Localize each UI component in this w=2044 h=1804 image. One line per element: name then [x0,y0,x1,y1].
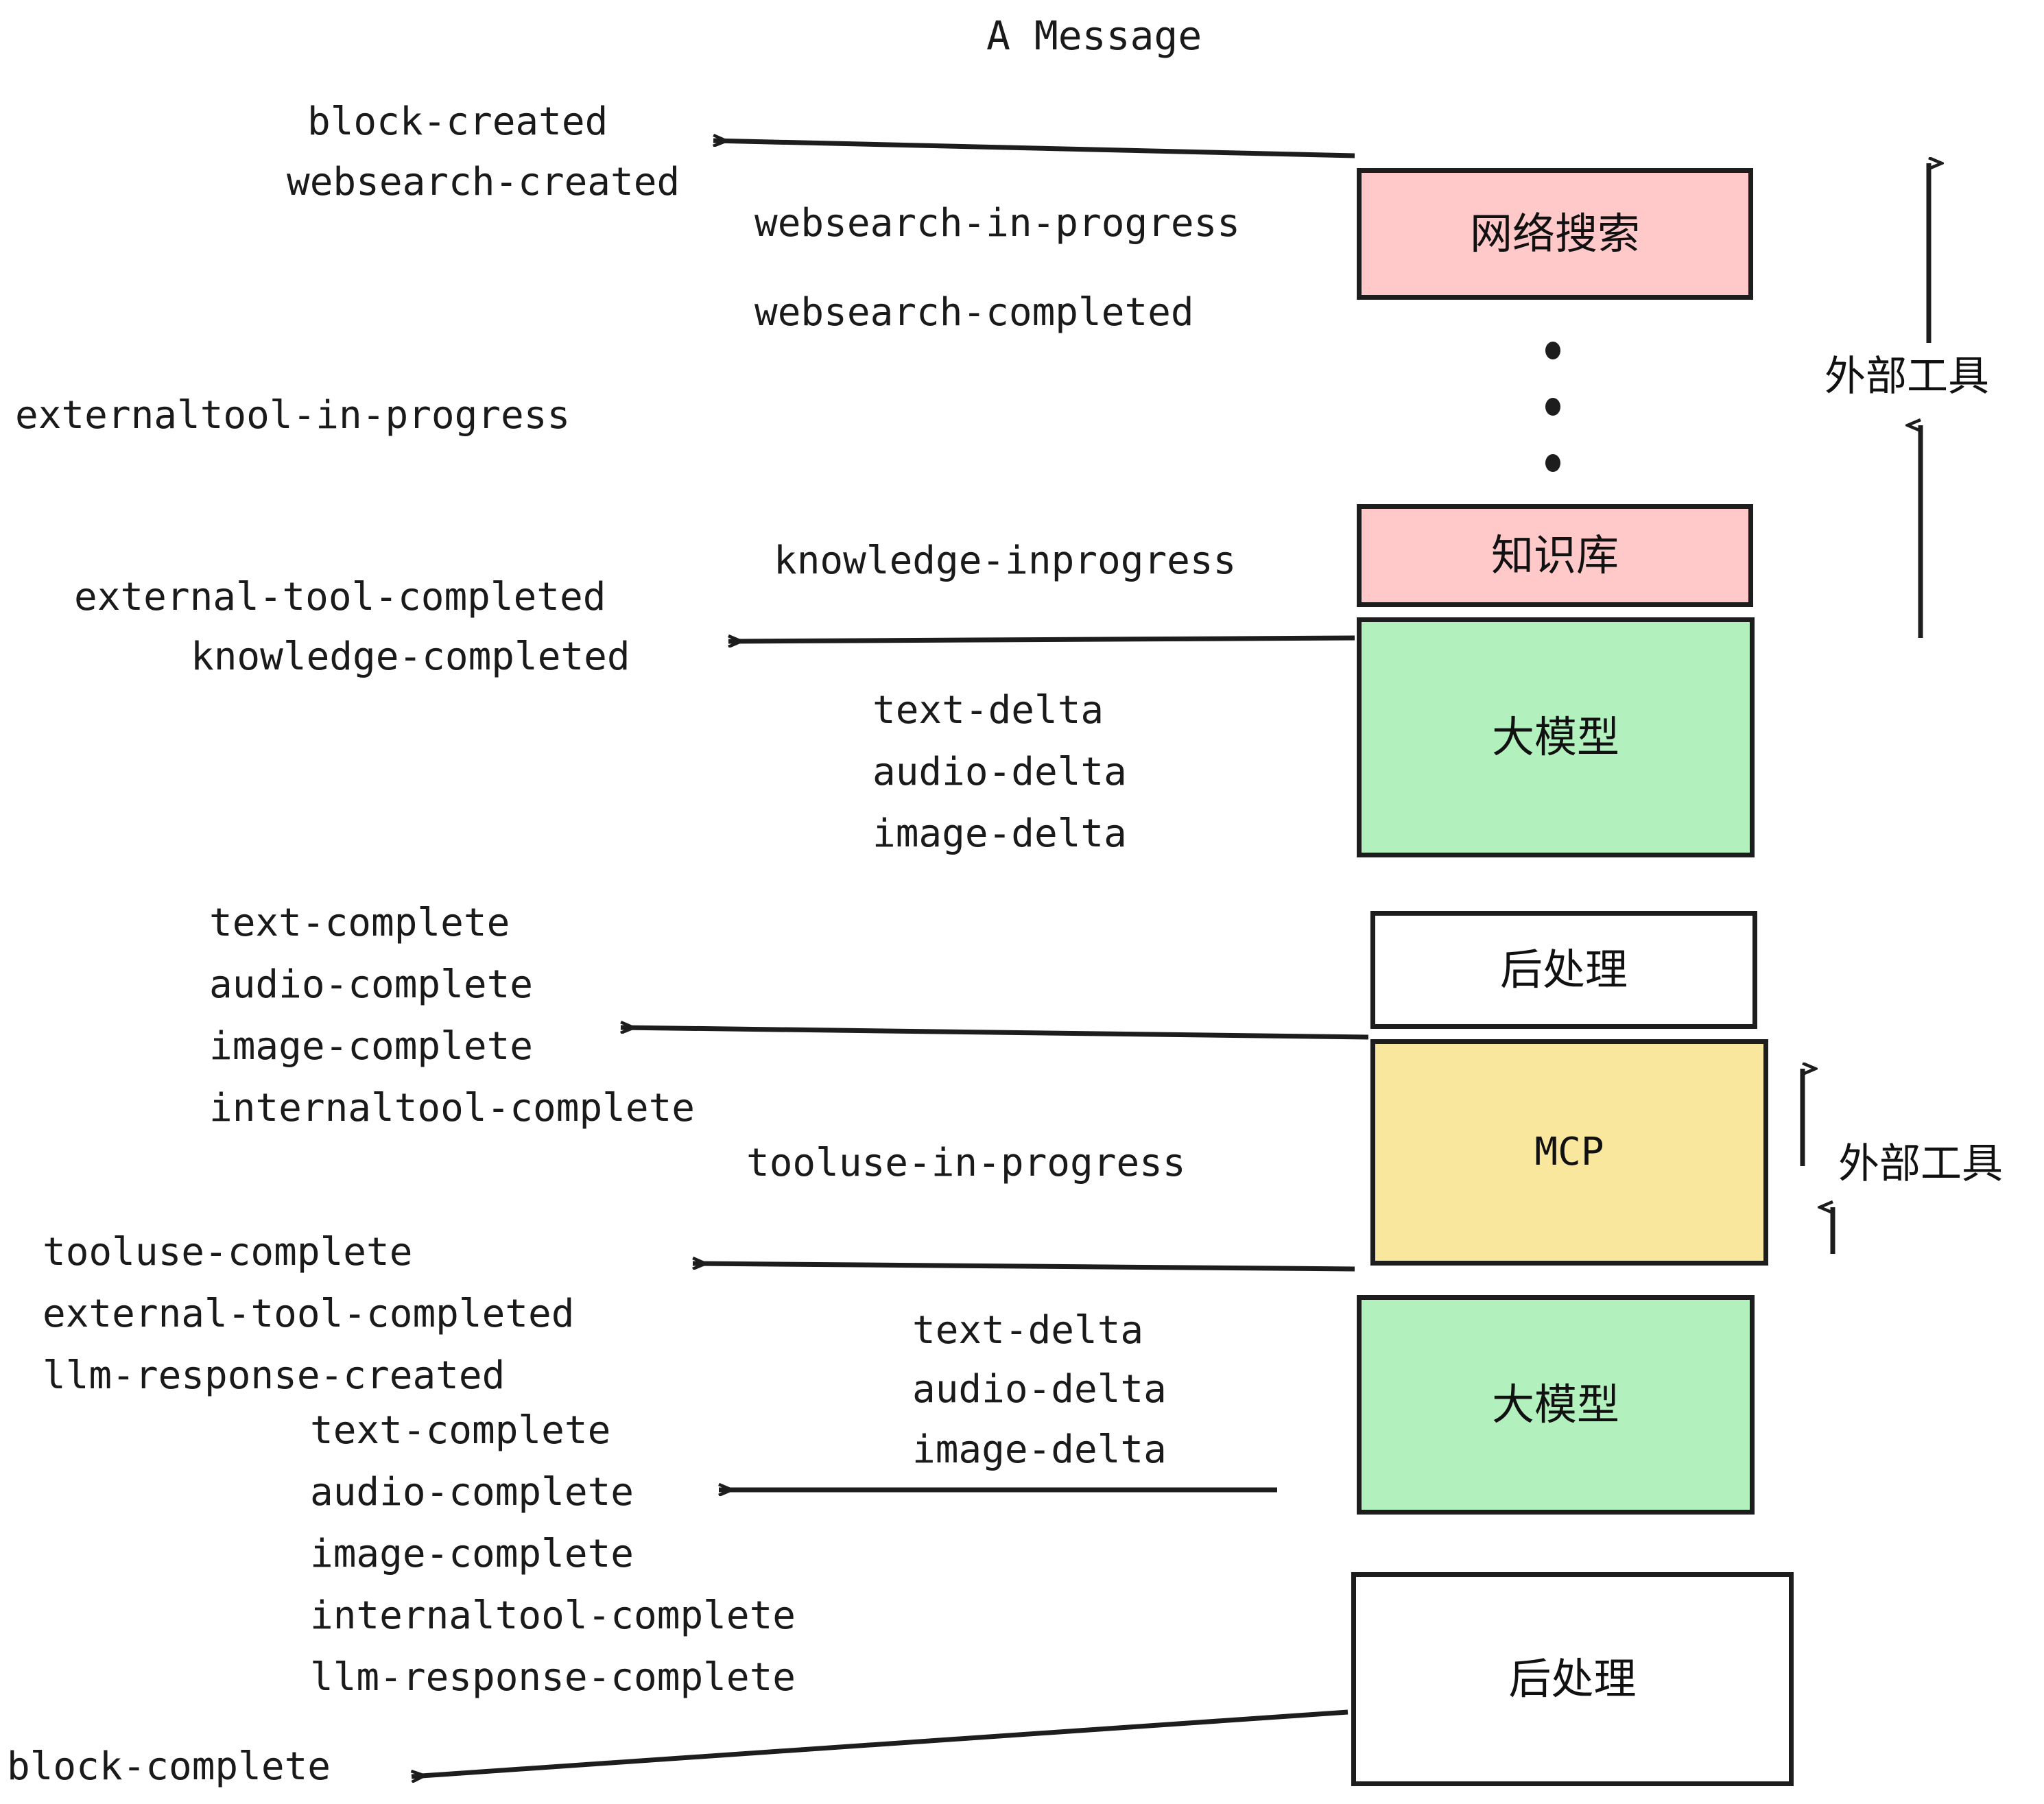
event-image-delta-2: image-delta [912,1427,1167,1472]
event-audio-delta-2: audio-delta [912,1367,1167,1412]
ellipsis-dot-2 [1545,398,1560,416]
box-websearch[interactable]: 网络搜索 [1357,168,1753,300]
event-knowledge-completed: knowledge-completed [191,634,630,679]
box-postprocess-1[interactable]: 后处理 [1370,911,1757,1029]
arrow-knowledge-to-completed [728,638,1355,641]
event-block-complete: block-complete [7,1744,331,1789]
event-websearch-created: websearch-created [287,160,680,204]
arrow-postprocess2-to-block-complete [412,1709,1348,1777]
event-internaltool-complete-2: internaltool-complete [310,1593,796,1638]
box-mcp-label: MCP [1534,1130,1604,1174]
event-audio-complete-1: audio-complete [209,962,534,1007]
event-audio-delta-1: audio-delta [872,750,1127,794]
box-knowledge[interactable]: 知识库 [1357,504,1753,607]
event-image-complete-2: image-complete [310,1532,634,1576]
event-text-complete-2: text-complete [310,1408,611,1453]
arrow-websearch-to-block-created [713,141,1355,158]
event-text-complete-1: text-complete [209,901,510,945]
event-external-tool-completed-1: external-tool-completed [74,575,606,619]
arrow-postprocess-to-image-complete [621,1028,1369,1040]
event-knowledge-inprogress: knowledge-inprogress [774,538,1237,583]
event-websearch-in-progress: websearch-in-progress [754,201,1241,246]
event-externaltool-in-progress: externaltool-in-progress [15,393,571,438]
event-llm-response-created: llm-response-created [43,1353,506,1398]
box-knowledge-label: 知识库 [1490,530,1619,580]
event-text-delta-1: text-delta [872,688,1104,733]
box-llm-2-label: 大模型 [1491,1379,1619,1429]
ellipsis-dot-3 [1545,454,1560,472]
event-text-delta-2: text-delta [912,1308,1144,1353]
event-tooluse-in-progress: tooluse-in-progress [746,1141,1186,1185]
box-llm-1[interactable]: 大模型 [1357,617,1755,857]
box-mcp[interactable]: MCP [1370,1039,1768,1266]
event-tooluse-complete: tooluse-complete [43,1230,413,1274]
event-image-complete-1: image-complete [209,1024,534,1069]
event-llm-response-complete: llm-response-complete [310,1655,796,1700]
box-postprocess-2[interactable]: 后处理 [1351,1572,1794,1786]
event-websearch-completed: websearch-completed [754,290,1194,335]
box-llm-2[interactable]: 大模型 [1357,1295,1755,1515]
page-title: A Message [986,12,1202,59]
event-image-delta-1: image-delta [872,811,1127,856]
arrow-mcp-to-tooluse-complete [693,1263,1355,1272]
event-audio-complete-2: audio-complete [310,1470,634,1515]
bracket-label-external-tools-bottom: 外部工具 [1838,1140,2003,1188]
ellipsis-dot-1 [1545,342,1560,359]
box-websearch-label: 网络搜索 [1469,209,1640,259]
box-postprocess-1-label: 后处理 [1499,945,1628,995]
event-internaltool-complete-1: internaltool-complete [209,1086,696,1130]
bracket-label-external-tools-top: 外部工具 [1825,353,1989,401]
event-external-tool-completed-2: external-tool-completed [43,1292,575,1336]
box-llm-1-label: 大模型 [1491,712,1619,762]
event-block-created: block-created [307,99,608,144]
box-postprocess-2-label: 后处理 [1508,1654,1637,1704]
